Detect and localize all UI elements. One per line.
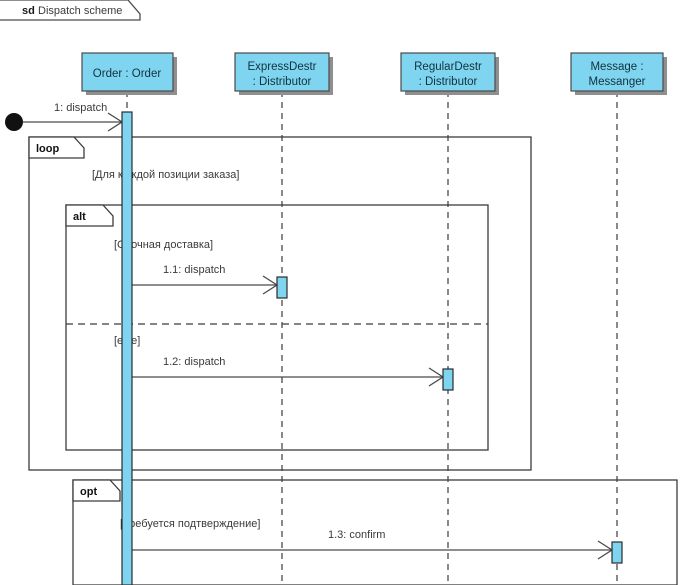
lifeline-head-regular-label-line2: : Distributor xyxy=(419,76,478,88)
lifeline-head-messenger-label-line1: Message : xyxy=(590,61,643,73)
frame-title-tab: sd Dispatch scheme xyxy=(0,0,141,21)
lifeline-head-regular-label-line1: RegularDestr xyxy=(414,61,482,73)
lifeline-head-express-box xyxy=(234,52,330,92)
fragment-loop-keyword: loop xyxy=(36,143,59,155)
message-1-label: 1: dispatch xyxy=(54,102,107,114)
fragment-alt-guard: [Срочная доставка] xyxy=(114,239,213,251)
fragment-alt-tab xyxy=(65,204,114,227)
activation-regular xyxy=(442,368,454,391)
message-13-label: 1.3: confirm xyxy=(328,529,385,541)
message-13-confirm[interactable]: 1.3: confirm xyxy=(132,529,614,560)
fragment-loop-box xyxy=(28,136,532,471)
message-12-label: 1.2: dispatch xyxy=(163,356,225,368)
lifeline-head-regular[interactable]: RegularDestr : Distributor xyxy=(400,52,499,95)
lifeline-head-order-label: Order : Order xyxy=(93,68,162,80)
lifeline-head-messenger-box xyxy=(570,52,664,92)
lifeline-head-messenger-label-line2: Messanger xyxy=(589,76,646,88)
message-12-dispatch[interactable]: 1.2: dispatch xyxy=(132,356,445,387)
lifeline-head-messenger[interactable]: Message : Messanger xyxy=(570,52,667,95)
message-11-dispatch[interactable]: 1.1: dispatch xyxy=(132,264,279,295)
fragment-alt-box xyxy=(65,204,489,451)
activation-messenger xyxy=(611,541,623,564)
fragment-alt-keyword: alt xyxy=(73,211,86,223)
fragment-opt-guard: [Требуется подтверждение] xyxy=(120,518,260,530)
lifeline-head-regular-box xyxy=(400,52,496,92)
activation-express xyxy=(276,276,288,299)
lifeline-head-order-box xyxy=(81,52,174,92)
fragment-opt-box xyxy=(72,479,678,585)
fragment-opt[interactable]: opt [Требуется подтверждение] xyxy=(72,479,678,585)
lifeline-head-express[interactable]: ExpressDestr : Distributor xyxy=(234,52,333,95)
fragment-opt-keyword: opt xyxy=(80,486,97,498)
lifeline-head-express-label-line2: : Distributor xyxy=(253,76,312,88)
fragment-loop-tab xyxy=(28,136,85,159)
message-1-dispatch[interactable]: 1: dispatch xyxy=(5,102,124,132)
found-message-start-node xyxy=(5,113,23,131)
activation-order xyxy=(121,111,133,585)
fragment-opt-tab xyxy=(72,479,121,502)
frame-title: Dispatch scheme xyxy=(38,5,122,17)
frame-keyword: sd xyxy=(22,5,35,17)
fragment-alt[interactable]: alt [Срочная доставка] [else] xyxy=(65,204,489,451)
lifeline-head-order[interactable]: Order : Order xyxy=(81,52,177,95)
message-11-label: 1.1: dispatch xyxy=(163,264,225,276)
lifeline-head-express-label-line1: ExpressDestr xyxy=(247,61,316,73)
